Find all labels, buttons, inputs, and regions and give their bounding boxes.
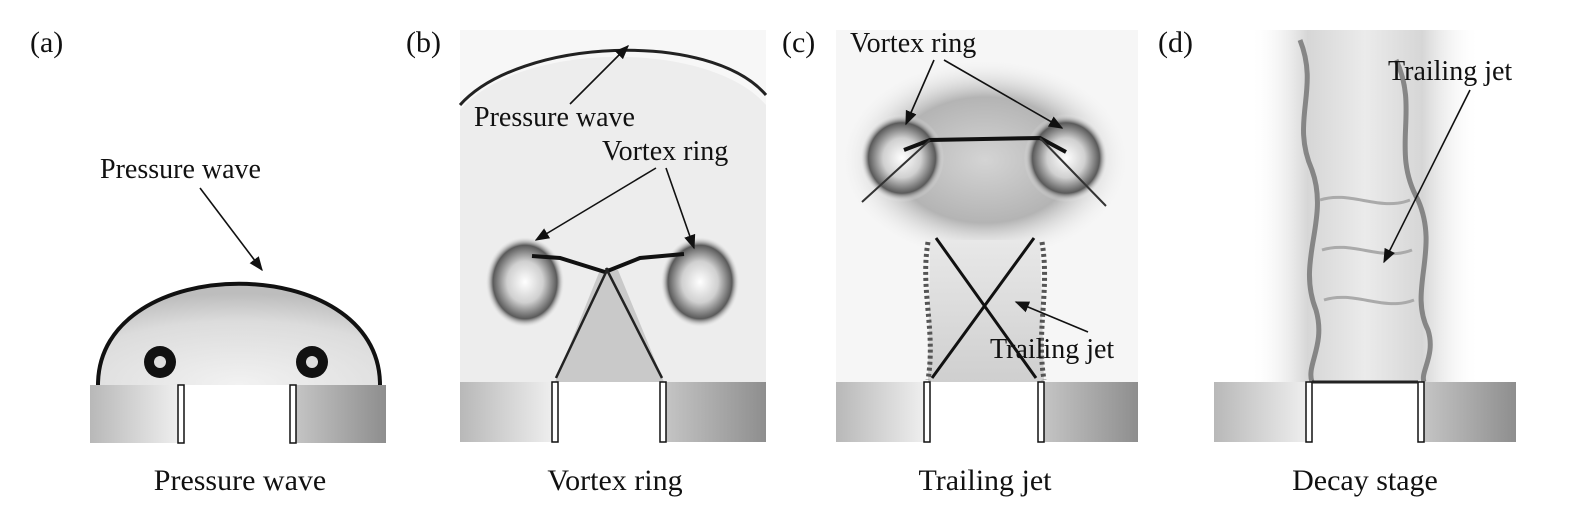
decay-inner-waves bbox=[1319, 195, 1415, 306]
starting-vortex-right-core bbox=[306, 356, 318, 368]
annotation-vortex-ring-c: Vortex ring bbox=[850, 28, 976, 59]
pressure-wave-front-b bbox=[458, 48, 768, 107]
vortex-lobe-left-b bbox=[485, 236, 565, 328]
annotation-pressure-wave-a: Pressure wave bbox=[100, 154, 261, 185]
wall-right-d bbox=[1424, 382, 1516, 442]
wall-right bbox=[296, 385, 386, 443]
panel-label-c: (c) bbox=[782, 26, 815, 59]
jet-core-b bbox=[555, 270, 664, 382]
panel-label-b: (b) bbox=[406, 26, 441, 59]
arrow-pressure-wave-b bbox=[569, 44, 630, 105]
shock-cross-c bbox=[930, 237, 1038, 379]
arrow-pressure-wave-a bbox=[199, 187, 263, 272]
arrow-trailing-jet-c bbox=[1014, 301, 1089, 333]
caption-d: Decay stage bbox=[1292, 464, 1438, 497]
panel-c: (c) Vortex ring Trailing jet Trailing je… bbox=[782, 26, 1138, 497]
nozzle-wall-left-c bbox=[923, 381, 931, 443]
wall-left-b bbox=[460, 382, 552, 442]
nozzle-wall-right-b bbox=[659, 381, 667, 443]
starting-vortex-left-core bbox=[154, 356, 166, 368]
pressure-wave-dome bbox=[98, 283, 380, 385]
vortex-lobe-right-b bbox=[660, 236, 740, 328]
nozzle-wall-right-d bbox=[1417, 381, 1425, 443]
pressure-wave-front bbox=[96, 281, 382, 386]
annotation-vortex-ring-b: Vortex ring bbox=[602, 136, 728, 167]
annotation-trailing-jet-d: Trailing jet bbox=[1388, 56, 1512, 87]
wall-right-c bbox=[1044, 382, 1138, 442]
wall-left-c bbox=[836, 382, 924, 442]
nozzle-wall-left-d bbox=[1305, 381, 1313, 443]
panel-d: (d) Trailing jet Decay stage bbox=[1158, 26, 1516, 497]
arrow-trailing-jet-d bbox=[1383, 89, 1471, 264]
shear-layer-right-c bbox=[1038, 241, 1048, 381]
caption-c: Trailing jet bbox=[918, 464, 1052, 497]
decay-jet-column bbox=[1250, 30, 1480, 382]
shear-layer-left-c bbox=[923, 241, 933, 381]
arrow-vortex-ring-c-right bbox=[943, 59, 1064, 129]
caption-a: Pressure wave bbox=[154, 464, 326, 497]
nozzle-wall-left bbox=[177, 384, 185, 444]
wall-left bbox=[90, 385, 178, 443]
arrow-vortex-ring-b-left bbox=[534, 167, 657, 241]
panel-label-a: (a) bbox=[30, 26, 63, 59]
nozzle-wall-right bbox=[289, 384, 297, 444]
arrow-vortex-ring-b-right bbox=[665, 167, 696, 250]
panel-a: (a) Pressure wave Pressure wave bbox=[30, 26, 386, 497]
mach-disk-c bbox=[903, 135, 1067, 154]
nozzle-wall-left-b bbox=[551, 381, 559, 443]
decay-edge-right bbox=[1393, 58, 1433, 383]
panel-b: (b) Pressure wave Vortex ring Vortex rin… bbox=[406, 26, 768, 497]
shock-cross-b bbox=[554, 267, 664, 379]
vortex-lobe-right-c bbox=[1024, 114, 1108, 202]
nozzle-wall-right-c bbox=[1037, 381, 1045, 443]
arrow-vortex-ring-c-left bbox=[905, 59, 935, 126]
annotation-trailing-jet-c: Trailing jet bbox=[990, 334, 1114, 365]
wall-left-d bbox=[1214, 382, 1306, 442]
vortex-head-c bbox=[835, 55, 1135, 265]
annotation-pressure-wave-b: Pressure wave bbox=[474, 102, 635, 133]
shock-shoulders-c bbox=[861, 137, 1107, 207]
panel-label-d: (d) bbox=[1158, 26, 1193, 59]
vortex-lobe-left-c bbox=[860, 114, 944, 202]
decay-edge-left bbox=[1297, 39, 1322, 383]
wall-right-b bbox=[666, 382, 766, 442]
caption-b: Vortex ring bbox=[547, 464, 682, 497]
